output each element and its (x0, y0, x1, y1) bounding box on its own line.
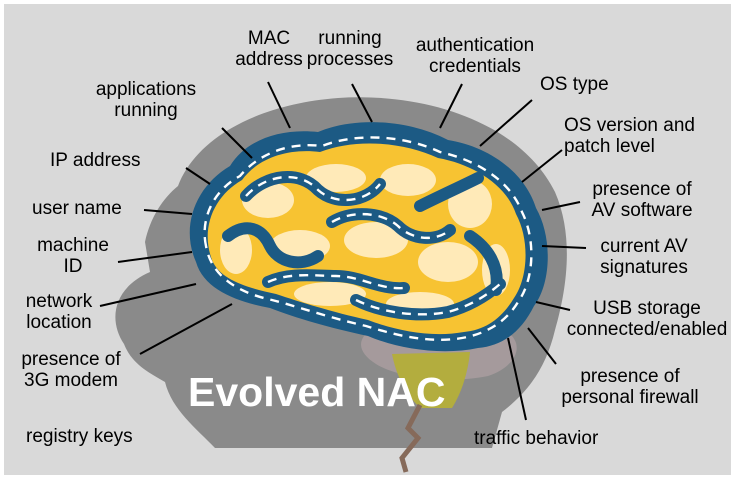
leader-applications-running (221, 127, 253, 159)
label-traffic-behavior: traffic behavior (474, 428, 599, 449)
label-usb-storage: USB storage connected/enabled (566, 298, 728, 340)
leader-running-processes (351, 83, 373, 123)
spine-line (399, 403, 423, 473)
leader-traffic-behavior (507, 337, 527, 421)
label-os-type: OS type (540, 74, 609, 95)
leader-lines (99, 81, 587, 421)
leader-usb-storage (535, 301, 571, 311)
leader-ip-address (185, 167, 211, 185)
label-applications-running: applications running (95, 79, 197, 121)
leader-user-name (143, 209, 193, 215)
label-os-version: OS version and patch level (564, 115, 695, 157)
leader-network-location (99, 283, 197, 307)
leader-presence-av-software (541, 201, 581, 211)
leader-authentication-credentials (439, 83, 463, 129)
leader-current-av-signatures (541, 245, 587, 249)
label-running-processes: running processes (306, 28, 394, 70)
leader-presence-3g-modem (139, 303, 233, 355)
brain-dashes (203, 136, 533, 342)
label-presence-personal-firewall: presence of personal firewall (561, 366, 699, 408)
label-authentication-credentials: authentication credentials (415, 35, 535, 77)
leader-mac-address (267, 81, 291, 129)
label-registry-keys: registry keys (26, 426, 133, 447)
diagram-title: Evolved NAC (188, 369, 446, 415)
label-presence-3g-modem: presence of 3G modem (21, 349, 121, 391)
label-ip-address: IP address (50, 150, 141, 171)
label-network-location: network location (25, 291, 93, 333)
label-current-av-signatures: current AV signatures (600, 236, 688, 278)
label-mac-address: MAC address (235, 28, 303, 70)
label-presence-av-software: presence of AV software (591, 179, 693, 221)
leader-machine-id (117, 251, 193, 263)
leader-os-type (479, 99, 533, 147)
leader-presence-personal-firewall (527, 327, 557, 365)
label-user-name: user name (32, 198, 122, 219)
leader-os-version (521, 149, 563, 183)
label-machine-id: machine ID (37, 235, 109, 277)
brainstem (392, 352, 470, 408)
